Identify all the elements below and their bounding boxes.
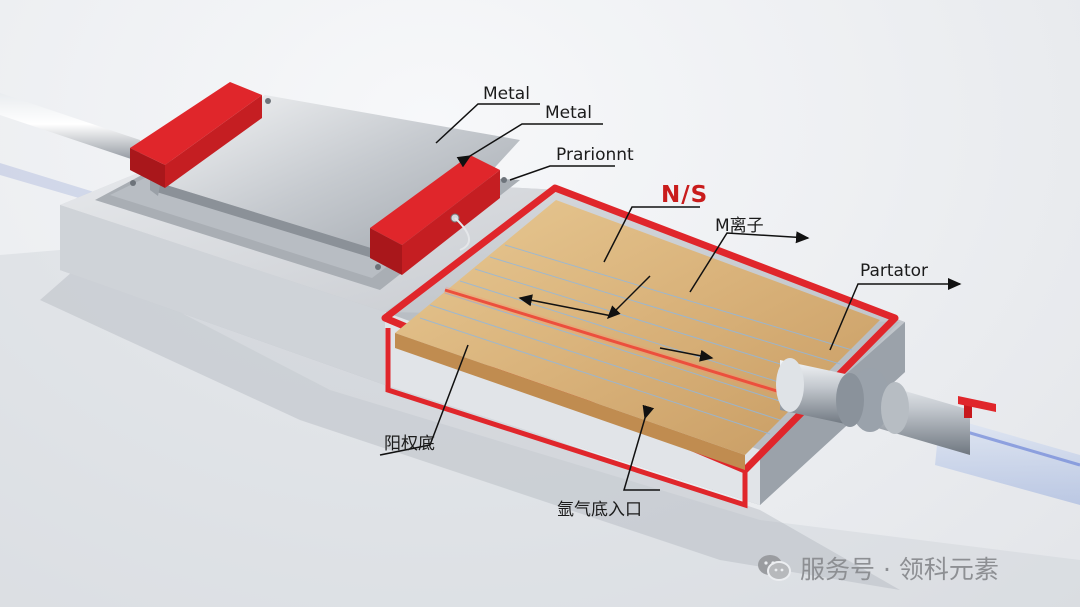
screws — [130, 98, 507, 270]
label-prarionnt: Prarionnt — [556, 145, 634, 165]
label-argon-inlet: 氩气底入口 — [557, 500, 642, 520]
label-partator: Partator — [860, 261, 929, 281]
label-ns: N/S — [661, 182, 709, 208]
red-clamp-right — [370, 155, 500, 275]
outlet-pipe — [776, 358, 1080, 505]
label-m-ion: M离子 — [715, 216, 764, 236]
watermark-text: 服务号 · 领科元素 — [800, 555, 999, 584]
gold-substrate — [395, 200, 880, 470]
red-clamp-left — [130, 82, 262, 188]
watermark: 服务号 · 领科元素 — [756, 550, 999, 586]
label-anode-base: 阳权底 — [384, 434, 435, 454]
wechat-icon — [758, 555, 791, 581]
annotation-leaders — [379, 103, 962, 491]
label-metal-top: Metal — [483, 84, 530, 104]
label-metal-second: Metal — [545, 103, 592, 123]
